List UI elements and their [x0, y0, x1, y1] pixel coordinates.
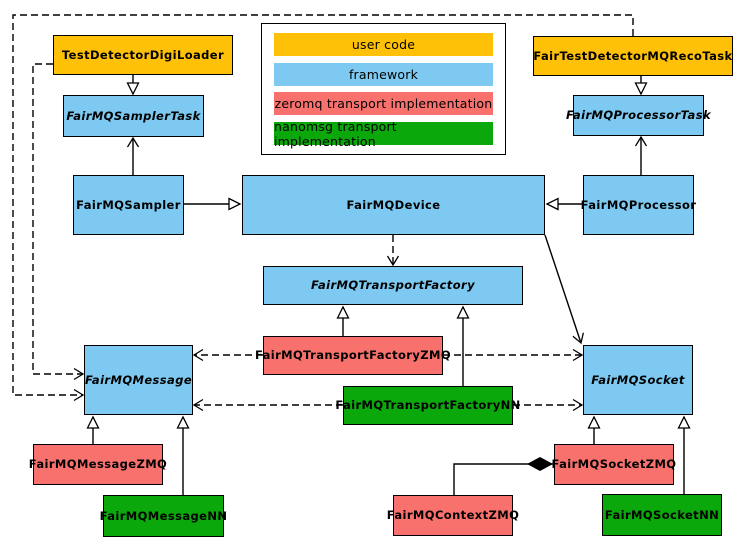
node-fairmq-socket: FairMQSocket	[583, 345, 693, 415]
node-fairmq-device: FairMQDevice	[242, 175, 545, 235]
node-fairmq-processor-task: FairMQProcessorTask	[566, 95, 711, 136]
legend-item-zeromq: zeromq transport implementation	[274, 92, 493, 116]
node-fairmq-socket-nn: FairMQSocketNN	[602, 494, 722, 536]
edge-device-uses-socket	[544, 234, 585, 345]
legend-item-user-code: user code	[274, 32, 493, 56]
node-fairmq-transport-factory: FairMQTransportFactory	[263, 266, 523, 305]
legend: user code framework zeromq transport imp…	[261, 23, 506, 155]
legend-item-framework: framework	[274, 62, 493, 86]
node-fairmq-sampler: FairMQSampler	[73, 175, 184, 235]
node-fairmq-sampler-task: FairMQSamplerTask	[63, 95, 204, 137]
node-fair-test-detector-mq-reco-task: FairTestDetectorMQRecoTask	[533, 36, 733, 76]
node-test-detector-digi-loader: TestDetectorDigiLoader	[53, 35, 233, 75]
node-fairmq-socket-zmq: FairMQSocketZMQ	[552, 444, 676, 485]
node-fairmq-message-zmq: FairMQMessageZMQ	[29, 444, 167, 485]
edge-contextzmq-composed-in-socketzmq	[453, 457, 553, 495]
node-fairmq-transport-factory-nn: FairMQTransportFactoryNN	[335, 386, 520, 425]
node-fairmq-transport-factory-zmq: FairMQTransportFactoryZMQ	[255, 336, 451, 375]
node-fairmq-processor: FairMQProcessor	[581, 175, 696, 235]
legend-item-nanomsg: nanomsg transport implementation	[274, 119, 493, 149]
node-fairmq-message-nn: FairMQMessageNN	[100, 495, 227, 537]
node-fairmq-context-zmq: FairMQContextZMQ	[387, 495, 519, 536]
node-fairmq-message: FairMQMessage	[84, 345, 193, 415]
